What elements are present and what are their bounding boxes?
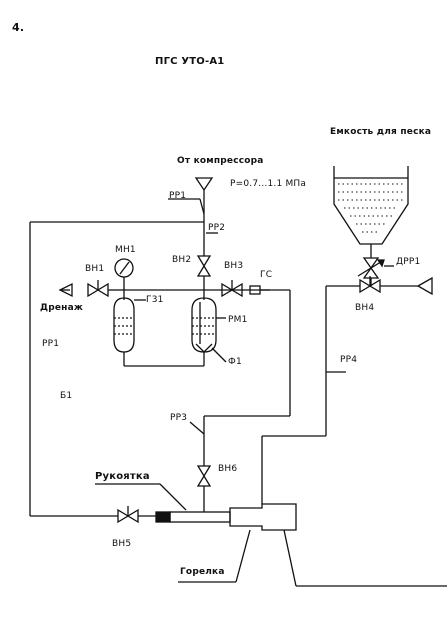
vn5-label: ВН5 <box>112 539 132 549</box>
pressure-label: Р=0.7...1.1 МПа <box>230 179 307 189</box>
handle-body-icon <box>169 511 231 523</box>
vn6-label: ВН6 <box>218 464 238 474</box>
vn1-valve-icon <box>87 282 100 298</box>
b1-label: Б1 <box>60 391 73 401</box>
gs-label: ГС <box>260 270 273 280</box>
rr1-left-label: РР1 <box>42 339 60 349</box>
g31-label: Г31 <box>146 295 164 305</box>
vn2-label: ВН2 <box>172 255 192 265</box>
compressor-inlet-icon <box>194 177 214 192</box>
vn2-valve-icon <box>196 255 212 268</box>
vn4-valve-icon <box>359 278 372 294</box>
handle-grip-icon <box>155 511 171 523</box>
vn6-valve-icon <box>196 465 212 478</box>
rr2-label: РР2 <box>208 223 226 233</box>
rr3-label: РР3 <box>170 413 188 423</box>
drr1-throttle-icon <box>362 257 380 270</box>
torch-head-icon <box>229 503 297 531</box>
air-inlet-icon <box>416 276 433 296</box>
rm1-tank-icon <box>191 297 217 353</box>
sand-dots <box>338 183 404 233</box>
b1-tank-icon <box>113 297 135 353</box>
mn1-label: МН1 <box>115 245 136 255</box>
rr1-top-label: РР1 <box>169 191 187 201</box>
vn1-label: ВН1 <box>85 264 105 274</box>
compressor-label: От компрессора <box>177 156 264 166</box>
drain-label: Дренаж <box>40 303 84 313</box>
page-number: 4. <box>12 21 25 34</box>
vn4-label: ВН4 <box>355 303 375 313</box>
handle-label: Рукоятка <box>95 471 150 482</box>
header-title: ПГС УТО-А1 <box>155 56 225 67</box>
vn3-valve-icon <box>221 282 234 298</box>
drr1-label: ДРР1 <box>396 257 421 267</box>
vn5-valve-icon <box>117 508 130 524</box>
f1-label: Ф1 <box>228 357 242 367</box>
vn3-label: ВН3 <box>224 261 244 271</box>
rm1-label: РМ1 <box>228 315 248 325</box>
burner-label: Горелка <box>180 567 225 577</box>
sand-tank-label: Емкость для песка <box>330 127 432 137</box>
drain-arrow-icon <box>58 282 73 298</box>
rr4-label: РР4 <box>340 355 358 365</box>
